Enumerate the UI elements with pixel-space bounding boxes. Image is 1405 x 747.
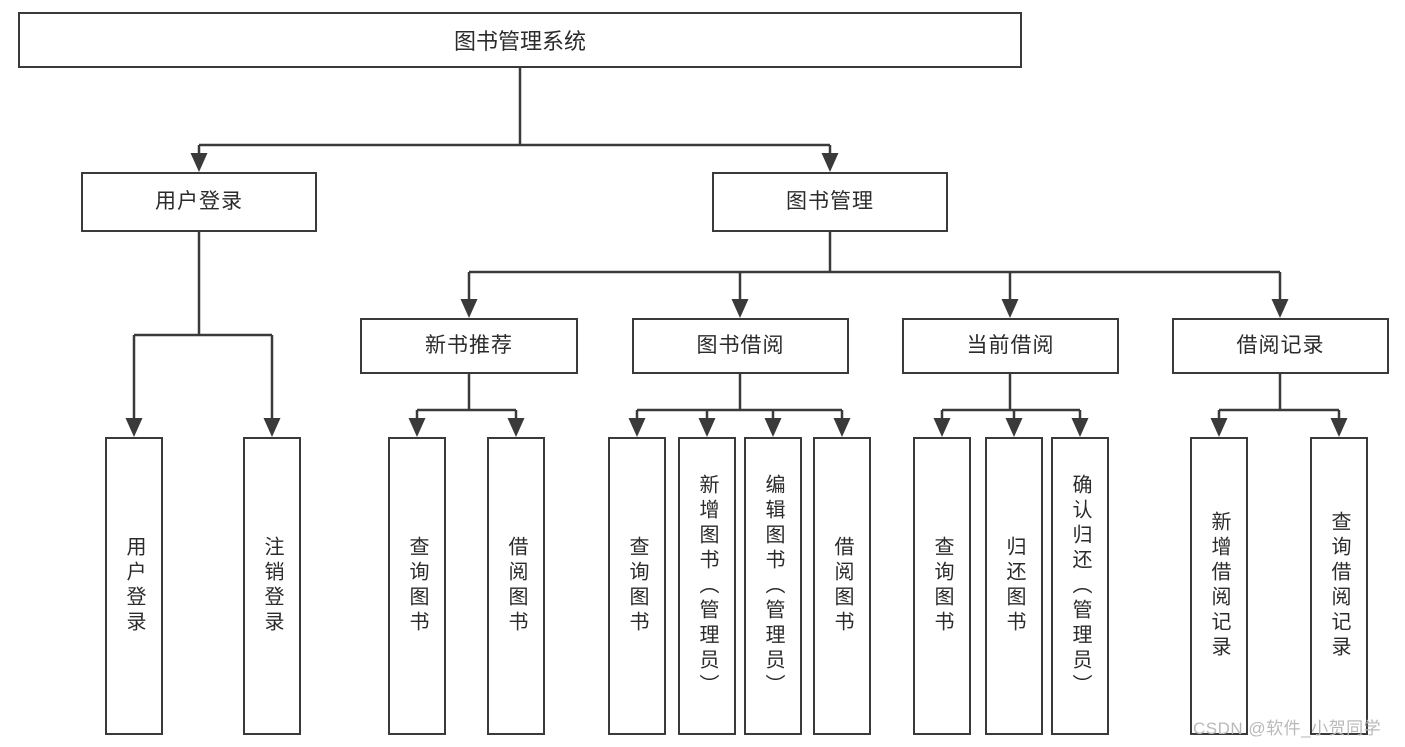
login-arrow-1-head [263, 418, 281, 437]
node-l1-用户登录-label: 用户登录 [155, 190, 243, 214]
node-leaf-0-用户登录-label: 用户登录 [123, 536, 145, 636]
node-l2-图书借阅: 图书借阅 [632, 318, 849, 374]
node-l2-新书推荐: 新书推荐 [360, 318, 578, 374]
node-leaf-5-新增图书管理员-label: 新增图书（管理员） [696, 473, 718, 699]
node-leaf-1-注销登录-label: 注销登录 [261, 536, 283, 636]
group-2-arrow-2-head [1071, 418, 1089, 437]
node-leaf-7-借阅图书: 借阅图书 [813, 437, 871, 735]
node-leaf-5-新增图书管理员: 新增图书（管理员） [678, 437, 736, 735]
node-leaf-4-查询图书: 查询图书 [608, 437, 666, 735]
group-1-arrow-3-head [833, 418, 851, 437]
node-l2-新书推荐-label: 新书推荐 [425, 334, 513, 358]
node-root-图书管理系统: 图书管理系统 [18, 12, 1022, 68]
node-root-图书管理系统-label: 图书管理系统 [453, 29, 586, 54]
root-arrow-1-head [821, 153, 839, 172]
node-l2-借阅记录: 借阅记录 [1172, 318, 1389, 374]
node-l2-图书借阅-label: 图书借阅 [696, 334, 785, 358]
node-leaf-12-查询借阅记录: 查询借阅记录 [1310, 437, 1368, 735]
node-leaf-0-用户登录: 用户登录 [105, 437, 163, 735]
group-3-arrow-0-head [1210, 418, 1228, 437]
node-leaf-10-确认归还管理员: 确认归还（管理员） [1051, 437, 1109, 735]
group-2-arrow-1-head [1005, 418, 1023, 437]
books-arrow-1-head [731, 299, 749, 318]
node-l1-图书管理: 图书管理 [712, 172, 948, 232]
node-leaf-2-查询图书-label: 查询图书 [406, 536, 428, 636]
node-leaf-8-查询图书-label: 查询图书 [931, 536, 953, 636]
node-leaf-9-归还图书: 归还图书 [985, 437, 1043, 735]
node-leaf-10-确认归还管理员-label: 确认归还（管理员） [1069, 473, 1091, 699]
books-arrow-0-head [460, 299, 478, 318]
books-arrow-3-head [1271, 299, 1289, 318]
group-1-arrow-2-head [764, 418, 782, 437]
node-leaf-2-查询图书: 查询图书 [388, 437, 446, 735]
group-3-arrow-1-head [1330, 418, 1348, 437]
group-0-arrow-1-head [507, 418, 525, 437]
login-arrow-0-head [125, 418, 143, 437]
node-leaf-1-注销登录: 注销登录 [243, 437, 301, 735]
root-arrow-0-head [190, 153, 208, 172]
node-leaf-8-查询图书: 查询图书 [913, 437, 971, 735]
books-arrow-2-head [1001, 299, 1019, 318]
node-l2-当前借阅-label: 当前借阅 [966, 334, 1055, 358]
node-leaf-11-新增借阅记录-label: 新增借阅记录 [1208, 511, 1230, 661]
group-0-arrow-0-head [408, 418, 426, 437]
node-leaf-12-查询借阅记录-label: 查询借阅记录 [1328, 511, 1350, 661]
node-l2-借阅记录-label: 借阅记录 [1236, 334, 1325, 358]
csdn-watermark: CSDN @软件_小贺同学 [1193, 719, 1382, 738]
node-leaf-11-新增借阅记录: 新增借阅记录 [1190, 437, 1248, 735]
group-1-arrow-0-head [628, 418, 646, 437]
node-l1-用户登录: 用户登录 [81, 172, 317, 232]
group-2-arrow-0-head [933, 418, 951, 437]
node-leaf-3-借阅图书-label: 借阅图书 [505, 536, 527, 636]
node-leaf-9-归还图书-label: 归还图书 [1003, 536, 1025, 636]
node-leaf-4-查询图书-label: 查询图书 [626, 536, 648, 636]
node-l1-图书管理-label: 图书管理 [786, 190, 874, 214]
node-leaf-6-编辑图书管理员: 编辑图书（管理员） [744, 437, 802, 735]
node-leaf-3-借阅图书: 借阅图书 [487, 437, 545, 735]
node-leaf-6-编辑图书管理员-label: 编辑图书（管理员） [762, 473, 784, 699]
node-leaf-7-借阅图书-label: 借阅图书 [831, 536, 853, 636]
group-1-arrow-1-head [698, 418, 716, 437]
node-l2-当前借阅: 当前借阅 [902, 318, 1119, 374]
